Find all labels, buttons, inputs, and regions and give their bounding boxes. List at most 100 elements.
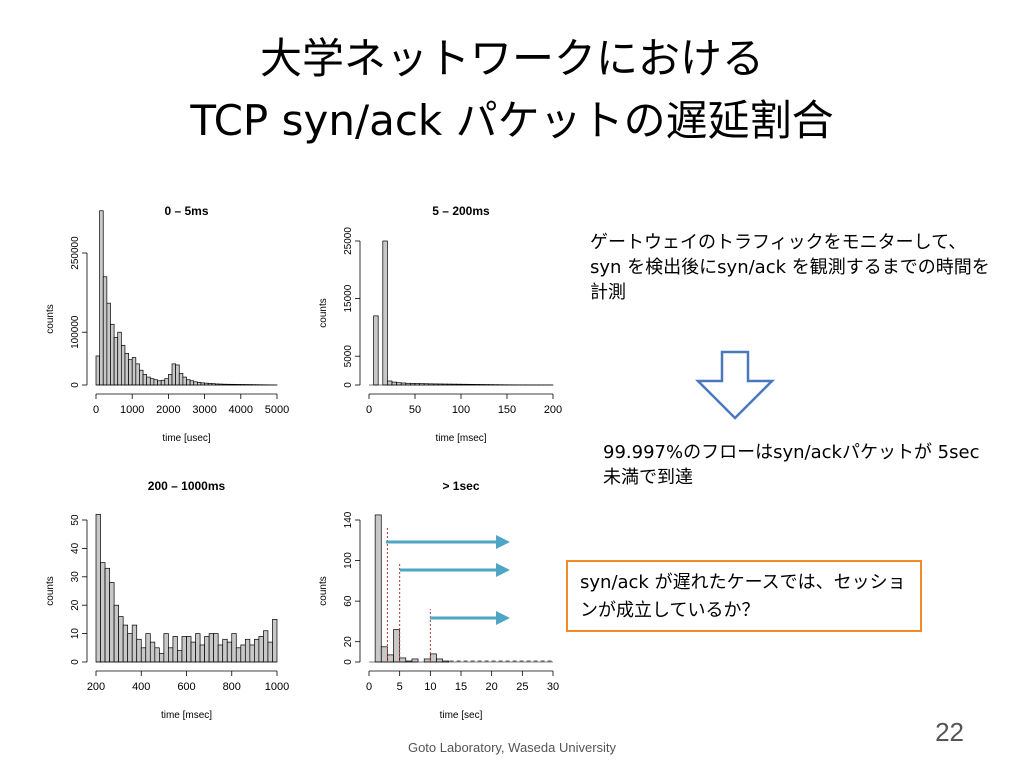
histogram-bar [178,373,184,386]
y-tick-label: 250000 [70,236,81,270]
y-axis-label: counts [45,304,56,333]
y-tick-label: 0 [343,659,354,665]
y-axis-label: counts [45,576,56,605]
question-box: syn/ack が遅れたケースでは、セッションが成立しているか？ [566,560,922,632]
histogram-bar [380,646,388,663]
x-tick-label: 5000 [265,404,289,416]
histogram-bar [217,644,224,663]
x-tick-label: 400 [132,681,150,693]
slide-title-line2: TCP syn/ack パケットの遅延割合 [190,96,834,145]
histogram-bar [213,633,219,663]
histogram-bar [149,378,155,386]
histogram-bar [127,633,133,663]
histogram-bar [199,644,205,663]
histogram-bar [240,644,246,663]
y-tick-label: 10 [70,628,81,640]
histogram-bar [153,379,158,386]
histogram-bar [102,276,108,386]
x-tick-label: 4000 [229,404,253,416]
page-number: 22 [935,717,964,747]
y-tick-label: 0 [343,382,354,388]
histogram-bar [263,630,269,663]
x-tick-label: 1000 [265,681,289,693]
x-tick-label: 0 [366,681,372,693]
measurement-note: ゲートウェイのトラフィックをモニターして、syn を検出後にsyn/ack を観… [590,232,990,303]
x-tick-label: 2000 [156,404,180,416]
histogram-bar [177,650,183,663]
histogram-bar [164,378,169,386]
x-axis-label: time [sec] [440,710,483,721]
y-tick-label: 50 [70,514,81,526]
x-tick-label: 15 [455,681,467,693]
y-tick-label: 30 [70,571,81,583]
histogram-bar [189,380,195,386]
histogram-bar [168,374,173,386]
histogram-bar [172,636,178,663]
histogram-bar [100,562,106,663]
y-axis-label: counts [318,576,329,605]
histogram-bar [258,636,264,663]
result-note: 99.997%のフローはsyn/ackパケットが 5sec 未満で到達 [603,442,980,488]
histogram-bar [429,653,437,663]
chart-title: 200 – 1000ms [148,479,226,493]
y-tick-label: 0 [70,382,81,388]
histogram-bar [122,624,129,663]
histogram-bar [157,380,162,386]
histogram-bar [117,331,122,386]
histogram-bar [136,638,142,663]
histogram-bar [387,380,393,386]
x-tick-label: 3000 [192,404,216,416]
x-tick-label: 20 [486,681,498,693]
histogram-bar [231,633,237,663]
histogram-bar [423,658,431,663]
x-tick-label: 150 [498,404,516,416]
x-axis-label: time [msec] [161,710,212,721]
histogram-bar [436,658,443,663]
y-tick-label: 140 [343,511,354,528]
histogram-bar [226,641,233,663]
histogram-bar [154,647,160,663]
histogram-bar [163,633,169,663]
x-tick-label: 10 [424,681,436,693]
histogram-bar [382,240,388,386]
histogram-bar [182,376,187,386]
histogram-bar [195,633,201,663]
histogram-bar [190,641,196,663]
histogram-bar [145,633,151,663]
histogram-bar [124,352,129,386]
footer: Goto Laboratory, Waseda University [407,740,617,755]
histogram-bar [120,345,126,386]
histogram-bar [373,315,379,386]
x-tick-label: 30 [547,681,559,693]
histogram-bar [208,633,215,663]
histogram-bar [113,337,119,386]
histogram-bar [204,636,210,663]
x-axis-label: time [msec] [435,433,486,444]
x-tick-label: 0 [93,404,99,416]
histogram-bar [400,382,407,386]
y-tick-label: 15000 [343,284,354,312]
x-tick-label: 25 [516,681,528,693]
histogram-bar [113,604,119,663]
histogram-bar [140,647,147,663]
histogram-bar [95,355,100,386]
histogram-bar [168,647,174,663]
histogram-bar [160,379,166,386]
histogram-bar [200,382,205,386]
histogram-bar [171,363,176,386]
y-axis-label: counts [318,298,329,327]
y-tick-label: 0 [70,659,81,665]
histogram-bar [272,619,278,663]
histogram-bar [399,657,407,663]
histogram-bar [95,513,101,663]
x-tick-label: 50 [409,404,421,416]
histogram-bar [396,382,402,386]
histogram-bar [128,359,133,386]
histogram-bar [110,323,115,386]
histogram-bar [267,641,273,663]
histogram-bar [222,638,228,663]
x-tick-label: 0 [366,404,372,416]
